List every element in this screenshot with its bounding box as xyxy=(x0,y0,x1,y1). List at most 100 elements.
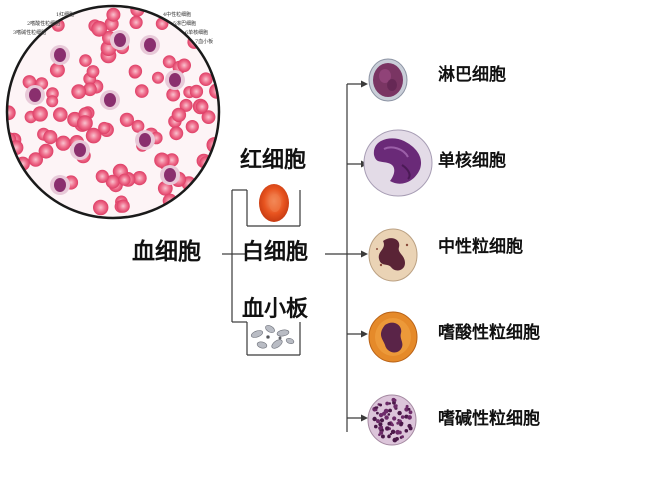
smear-red-cell xyxy=(201,110,216,124)
basophil-granule xyxy=(397,410,402,416)
smear-red-cell xyxy=(46,95,59,108)
smear-red-cell xyxy=(53,107,68,122)
smear-red-cell xyxy=(171,107,187,123)
smear-red-cell xyxy=(128,64,143,79)
smear-red-cell xyxy=(129,15,143,29)
smear-red-cell xyxy=(179,98,193,112)
smear-red-cell xyxy=(116,199,130,213)
basophil-granule xyxy=(407,407,411,411)
wbc-lymphocyte-label: 淋巴细胞 xyxy=(438,65,506,85)
smear-red-cell xyxy=(98,121,111,135)
smear-nucleus xyxy=(139,133,151,147)
smear-red-cell xyxy=(189,84,204,99)
smear-red-cell xyxy=(169,126,184,141)
basophil-granule xyxy=(384,415,389,420)
smear-red-cell xyxy=(86,65,100,78)
blood-smear-micrograph xyxy=(5,4,221,220)
basophil-granule xyxy=(392,416,397,421)
category-wbc-label: 白细胞 xyxy=(242,240,309,265)
smear-red-cell xyxy=(119,112,134,127)
arrowhead-lymphocyte xyxy=(361,80,368,88)
smear-nucleus xyxy=(54,48,66,62)
smear-nucleus xyxy=(169,73,181,87)
neutrophil-image xyxy=(368,228,418,282)
micrograph-legend-4: 4中性粒细胞 xyxy=(163,12,192,18)
basophil-granule xyxy=(401,435,404,439)
basophil-granule xyxy=(388,402,391,405)
smear-red-cell xyxy=(166,87,181,102)
smear-nucleus xyxy=(74,143,86,157)
wbc-neutrophil-label: 中性粒细胞 xyxy=(438,237,523,257)
monocyte-image xyxy=(363,129,433,197)
smear-red-cell xyxy=(162,55,176,69)
smear-red-cell xyxy=(132,171,147,186)
basophil-granule xyxy=(385,401,390,406)
wbc-monocyte-label: 单核细胞 xyxy=(438,151,506,171)
basophil-granule xyxy=(395,429,401,435)
basophil-granule xyxy=(388,408,392,413)
wbc-basophil-label: 嗜碱性粒细胞 xyxy=(438,409,540,429)
basophil-granule xyxy=(374,408,378,412)
micrograph-legend-7: 7血小板 xyxy=(195,39,214,45)
smear-red-cell xyxy=(55,135,71,151)
smear-red-cell xyxy=(71,84,87,99)
eosinophil-image xyxy=(368,311,418,363)
basophil-granule xyxy=(387,413,391,416)
smear-red-cell xyxy=(28,152,43,167)
smear-red-cell xyxy=(43,130,58,145)
smear-red-cell xyxy=(135,84,149,98)
basophil-granule xyxy=(376,411,379,415)
basophil-granule xyxy=(378,422,383,427)
arrowheads xyxy=(361,80,368,422)
smear-red-cell xyxy=(85,127,102,144)
basophil-granule xyxy=(379,403,383,407)
basophil-granule xyxy=(372,416,377,422)
arrowhead-neutrophil xyxy=(361,250,368,258)
smear-nucleus xyxy=(54,178,66,192)
basophil-granule xyxy=(408,410,413,415)
smear-red-cell xyxy=(199,72,213,86)
smear-nucleus xyxy=(104,93,116,107)
connector-lines xyxy=(222,83,364,432)
smear-cells xyxy=(7,6,219,216)
basophil-granule xyxy=(379,418,385,423)
basophil-granule xyxy=(395,437,399,441)
smear-red-cell xyxy=(83,82,97,97)
wbc-eosinophil-label: 嗜酸性粒细胞 xyxy=(438,323,540,343)
smear-red-cell xyxy=(49,62,65,78)
smear-red-cell xyxy=(91,20,108,37)
micrograph-legend-6: 6单核细胞 xyxy=(185,30,209,36)
smear-red-cell xyxy=(95,169,109,183)
smear-red-cell xyxy=(77,115,93,131)
micrograph-legend-2: 2嗜酸性粒细胞 xyxy=(27,21,61,27)
basophil-image xyxy=(367,394,417,446)
smear-red-cell xyxy=(105,174,120,189)
smear-red-cell xyxy=(177,58,191,73)
basophil-granule xyxy=(380,434,385,439)
basophil-granule xyxy=(387,434,391,439)
smear-nucleus xyxy=(164,168,176,182)
smear-red-cell xyxy=(185,120,199,134)
arrowhead-eosinophil xyxy=(361,330,368,338)
smear-red-cell xyxy=(38,143,54,159)
smear-red-cell xyxy=(131,119,145,133)
lymphocyte-image xyxy=(368,58,408,102)
smear-nucleus xyxy=(114,33,126,47)
basophil-granule xyxy=(375,406,379,409)
smear-nucleus xyxy=(144,38,156,52)
category-rbc-label: 红细胞 xyxy=(240,148,307,173)
basophil-granule xyxy=(376,419,380,424)
category-platelet-label: 血小板 xyxy=(242,297,309,322)
basophil-granules xyxy=(372,397,413,443)
smear-nucleus xyxy=(29,88,41,102)
basophil-granule xyxy=(382,411,387,416)
blood-cells-title: 血细胞 xyxy=(132,239,201,265)
basophil-granule xyxy=(393,398,397,402)
micrograph-legend-1: 1红细胞 xyxy=(56,12,75,18)
basophil-granule xyxy=(400,415,405,419)
basophil-granule xyxy=(378,433,381,436)
basophil-granule xyxy=(385,426,390,431)
smear-red-cell xyxy=(7,105,16,121)
basophil-granule xyxy=(404,429,409,433)
